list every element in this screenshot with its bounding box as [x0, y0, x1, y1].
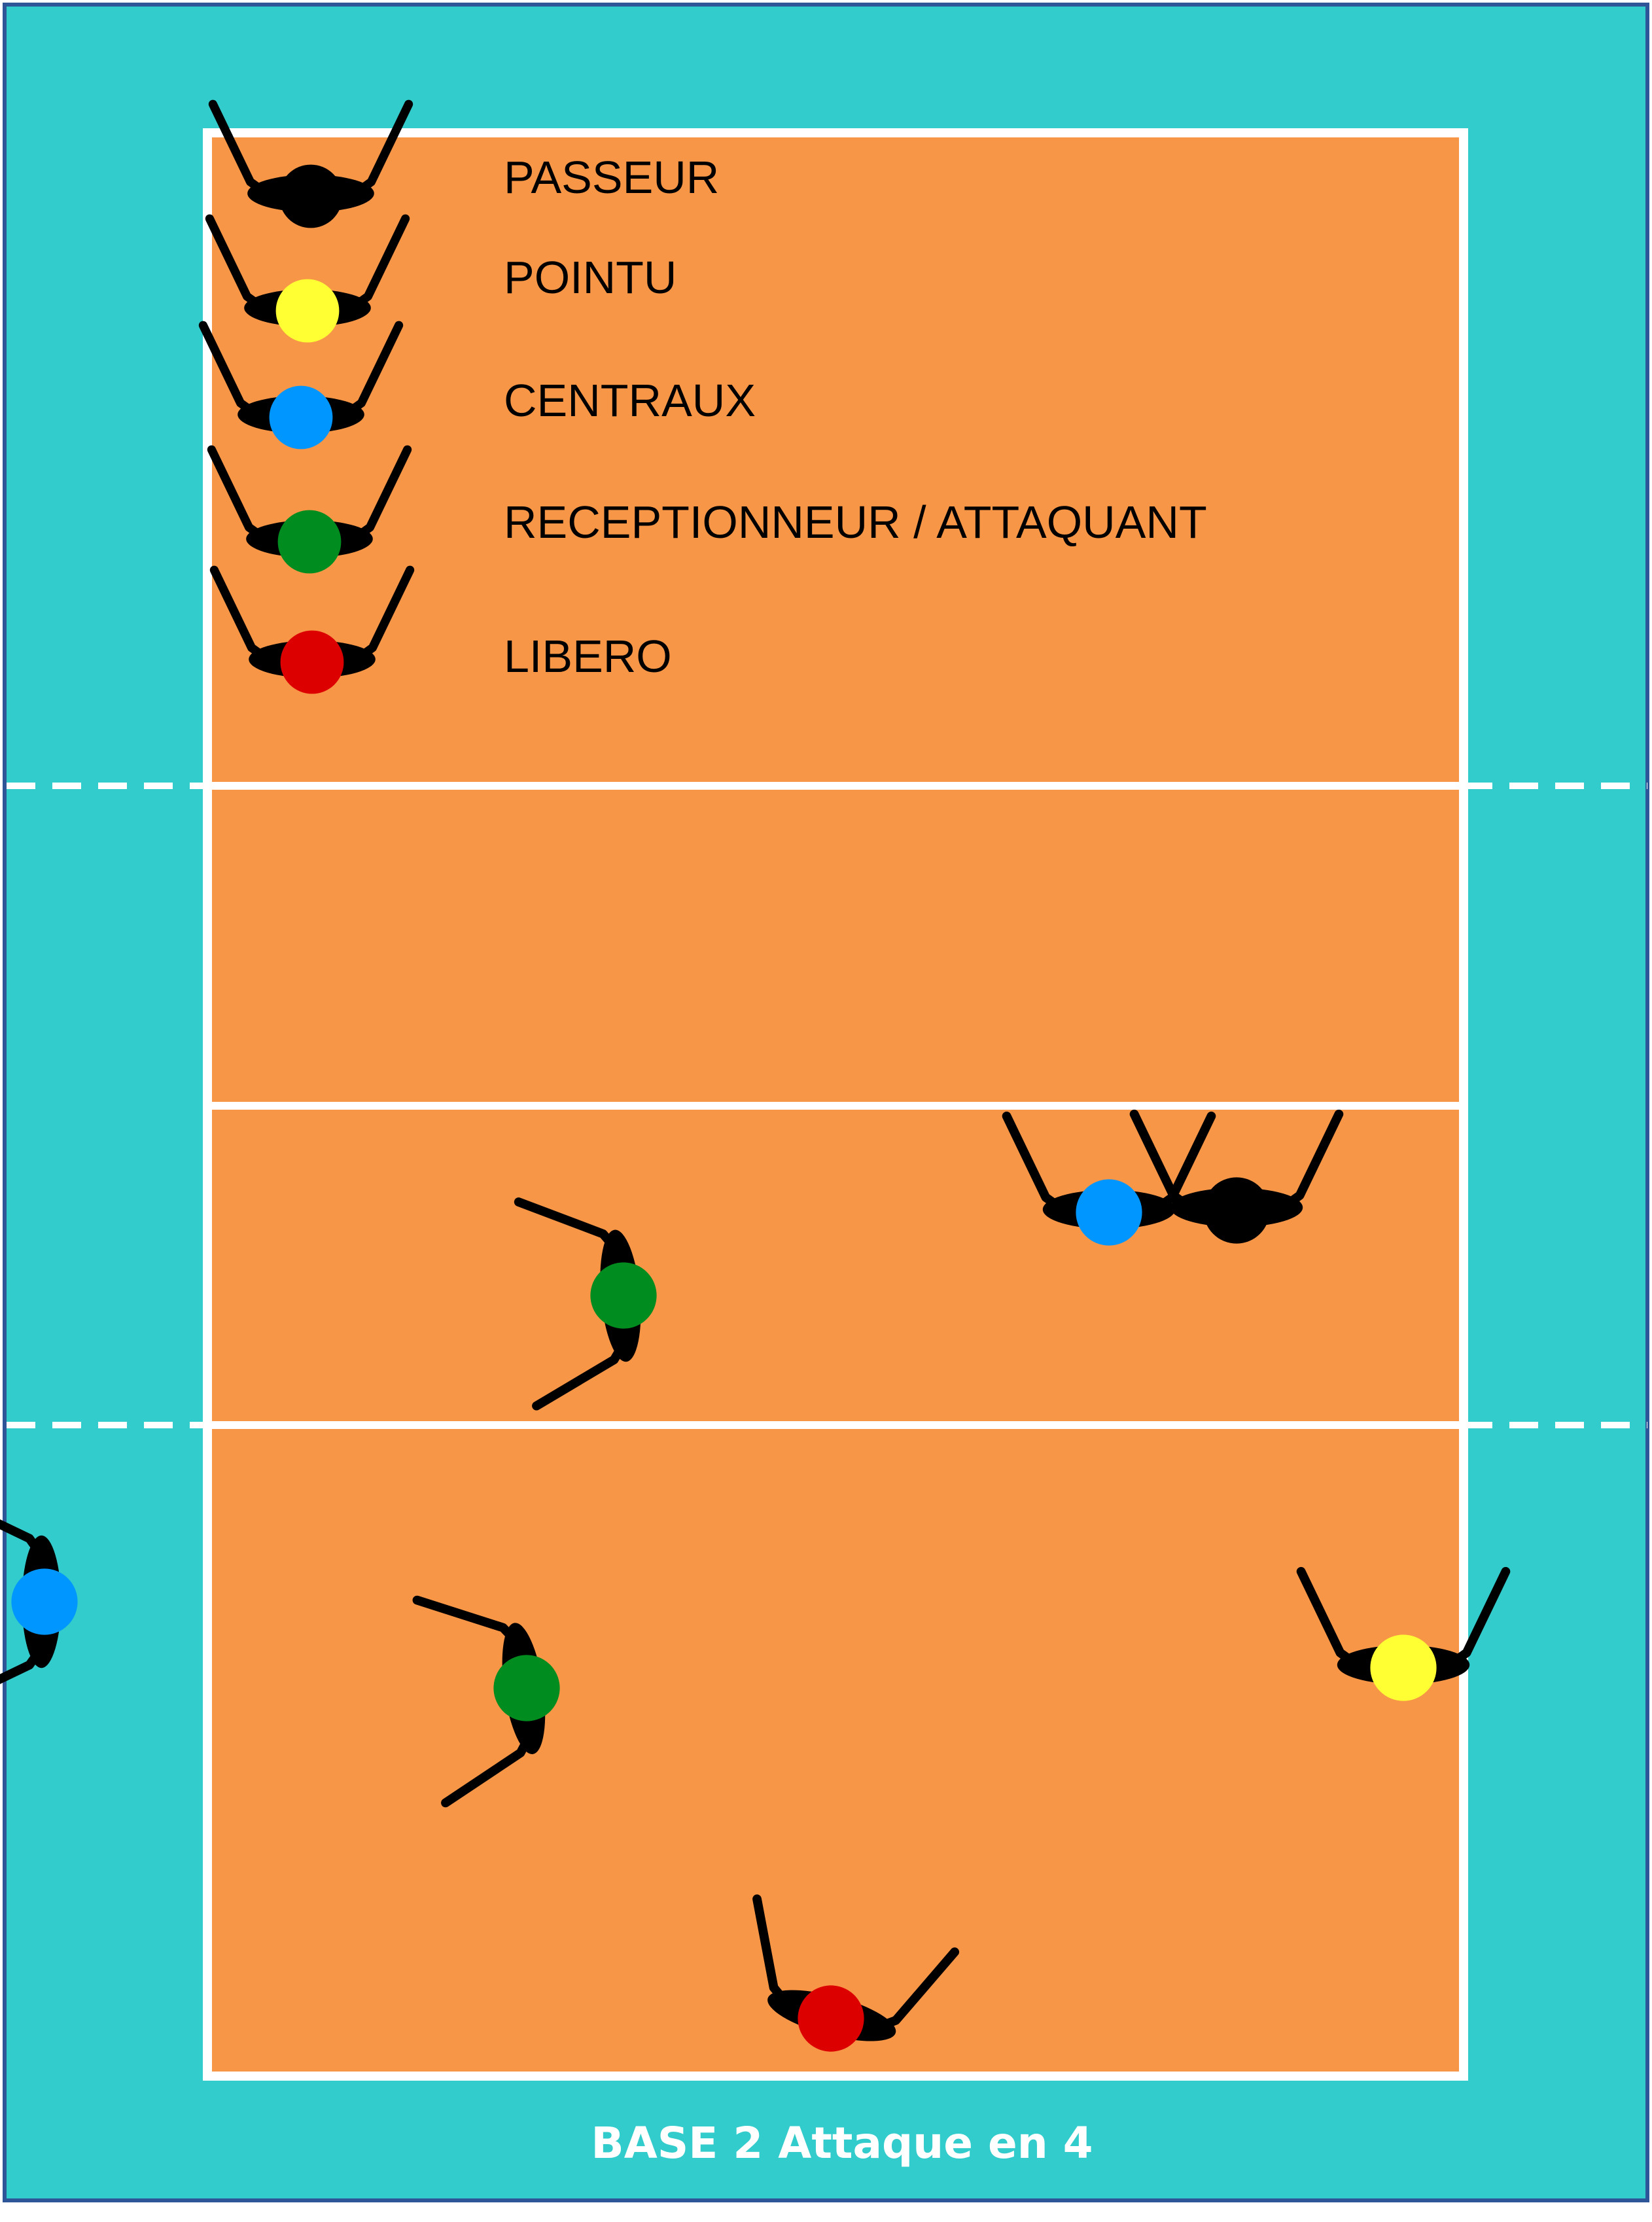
- player-receptionneur-front: [514, 1197, 657, 1411]
- legend-item-receptionneur-attaquant: RECEPTIONNEUR / ATTAQUANT: [207, 445, 1207, 574]
- legend-label-passeur: PASSEUR: [504, 152, 719, 203]
- player-head: [11, 1568, 78, 1635]
- player-icon-libero: [209, 565, 415, 694]
- player-head: [269, 385, 333, 450]
- player-central-front: [1002, 1111, 1216, 1246]
- player-receptionneur-back: [412, 1595, 560, 1808]
- legend-item-libero: LIBERO: [209, 565, 672, 694]
- player-head: [1076, 1179, 1142, 1246]
- player-head: [275, 279, 340, 343]
- player-head: [590, 1262, 657, 1329]
- player-icon-centraux: [198, 321, 404, 450]
- legend-label-centraux: CENTRAUX: [504, 375, 756, 426]
- legend-item-pointu: POINTU: [205, 214, 677, 343]
- legend-label-pointu: POINTU: [504, 252, 677, 303]
- legend: PASSEUR POINTU CENTRAUX: [198, 99, 1207, 694]
- player-head: [798, 1985, 864, 2052]
- player-head: [277, 510, 342, 574]
- player-icon-passeur: [208, 99, 413, 228]
- player-icon-receptionneur-attaquant: [207, 445, 412, 574]
- player-head: [279, 164, 343, 228]
- player-head: [1370, 1634, 1437, 1701]
- legend-item-centraux: CENTRAUX: [198, 321, 756, 450]
- player-head: [280, 630, 344, 694]
- legend-label-libero: LIBERO: [504, 631, 672, 682]
- diagram-caption: BASE 2 Attaque en 4: [591, 2118, 1093, 2168]
- player-head: [1203, 1177, 1270, 1244]
- legend-label-receptionneur-attaquant: RECEPTIONNEUR / ATTAQUANT: [504, 497, 1207, 548]
- player-head: [493, 1655, 560, 1721]
- legend-item-passeur: PASSEUR: [208, 99, 719, 228]
- player-libero: [752, 1894, 960, 2052]
- player-icon-pointu: [205, 214, 410, 343]
- player-central-outside: [0, 1494, 78, 1709]
- player-pointu: [1296, 1566, 1511, 1701]
- players: [0, 1109, 1511, 2052]
- player-passeur: [1129, 1109, 1344, 1244]
